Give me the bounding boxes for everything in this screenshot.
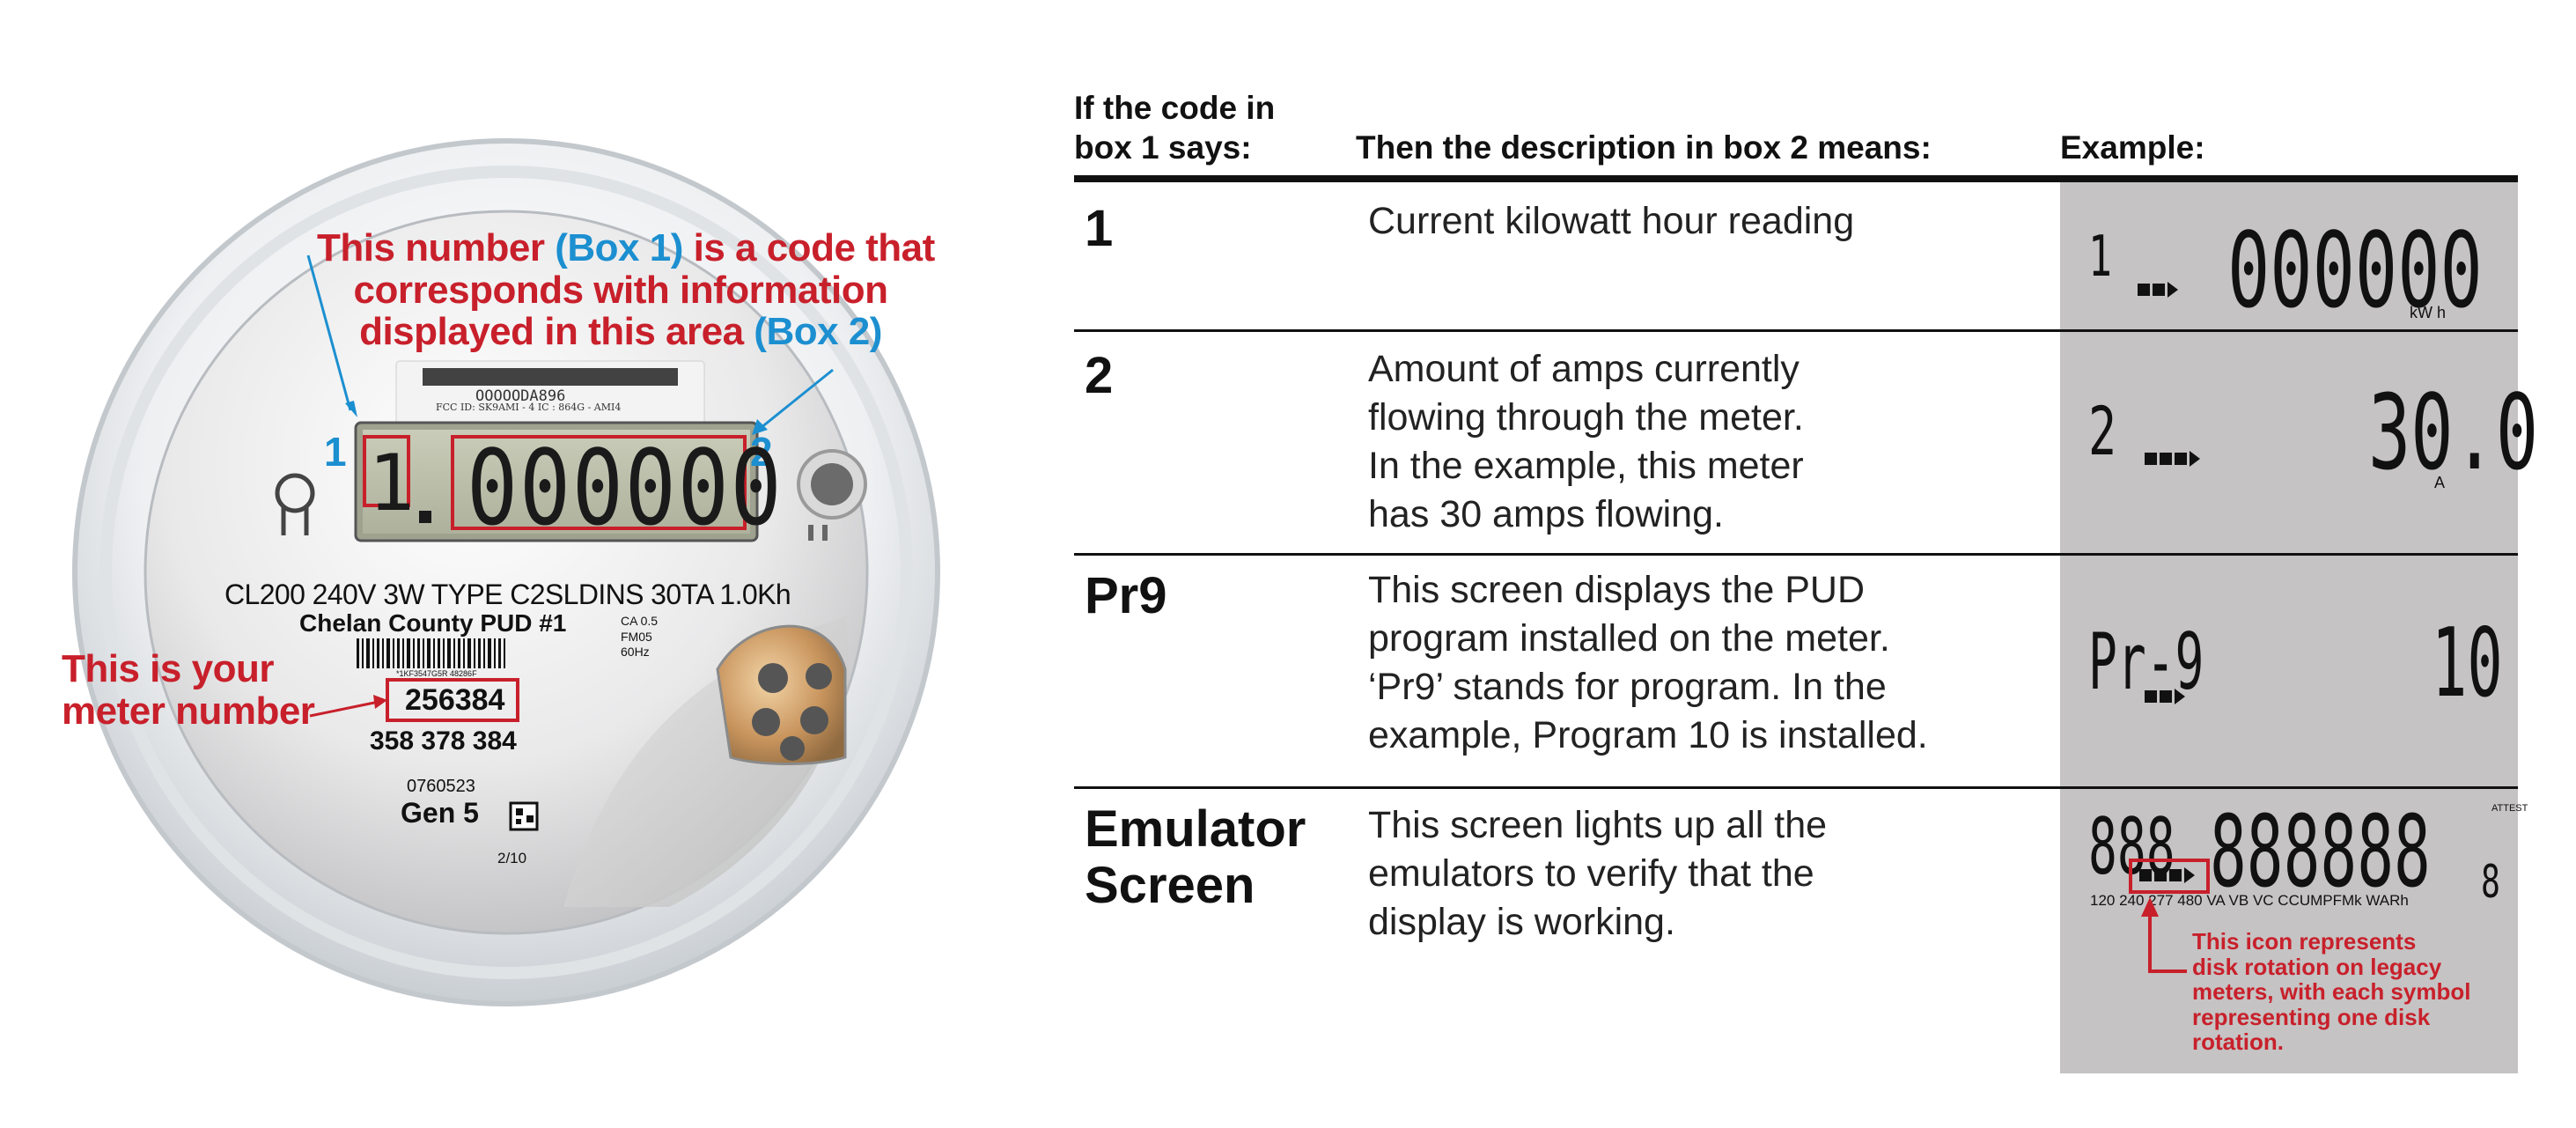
example-value: 888888	[2210, 795, 2431, 910]
example-unit: kW h	[2410, 304, 2447, 321]
disk-rotation-highlight	[2129, 859, 2210, 973]
meter-illustration	[72, 138, 940, 1006]
row-code: Pr9	[1085, 567, 1167, 624]
example-unit: A	[2434, 474, 2446, 491]
meter-number-annotation: This is your meter number	[62, 647, 315, 733]
annotation-box1: (Box 1)	[555, 226, 683, 269]
utility-name: Chelan County PUD #1	[299, 609, 567, 637]
model-code: 0760523	[407, 777, 475, 796]
ca-line: CA 0.5	[621, 614, 659, 628]
annotation-box2: (Box 2)	[754, 310, 882, 354]
description-line: ‘Pr9’ stands for program. In the	[1368, 666, 1887, 709]
example-code: Pr-9	[2088, 616, 2204, 707]
annotation-text: This number	[317, 226, 556, 269]
header-text: If the code in	[1074, 90, 1276, 126]
ca-spec: CA 0.5 FM05 60Hz	[621, 614, 658, 660]
emulator-note: This icon represents disk rotation on le…	[2192, 929, 2470, 1055]
example-small-digit: 8	[2481, 856, 2500, 909]
row-divider	[1074, 329, 2518, 332]
row-code: 1	[1085, 200, 1114, 257]
description-line: has 30 amps flowing.	[1368, 493, 1724, 536]
example-code: 1	[2088, 225, 2112, 290]
spec-line: CL200 240V 3W TYPE C2SLDINS 30TA 1.0Kh	[224, 579, 791, 610]
annotation-text: This is your	[62, 647, 274, 690]
row-description: This screen displays the PUD program ins…	[1368, 566, 2055, 760]
description-line: This screen displays the PUD	[1368, 569, 1865, 611]
meter-serial: 358 378 384	[370, 726, 517, 756]
lcd-reading: 000000	[467, 427, 784, 549]
header-text: box 1 says:	[1074, 129, 1252, 166]
meter-barcode	[357, 638, 505, 668]
note-line: disk rotation on legacy	[2192, 953, 2442, 980]
row-divider	[1074, 553, 2518, 556]
reset-button-icon	[797, 449, 867, 541]
annotation-text: corresponds with information	[353, 268, 888, 312]
header-code: If the code in box 1 says:	[1074, 88, 1275, 167]
label-top-code: OOOOODA896	[475, 387, 566, 405]
header-example: Example:	[2060, 129, 2205, 166]
date-code: 2/10	[497, 850, 527, 866]
fcc-line: FCC ID: SK9AMI - 4 IC : 864G - AMI4	[436, 402, 622, 413]
row-code-line: Screen	[1085, 856, 1255, 914]
box1-label: 1	[324, 429, 347, 475]
row-code: 2	[1085, 347, 1114, 404]
row-description: Amount of amps currently flowing through…	[1368, 345, 2055, 539]
row-description: This screen lights up all the emulators …	[1368, 801, 2055, 947]
example-value: 000000	[2227, 210, 2483, 331]
note-line: representing one disk	[2192, 1003, 2431, 1030]
annotation-text: displayed in this area	[359, 310, 754, 354]
row-description: Current kilowatt hour reading	[1368, 197, 2055, 246]
example-value: 30.0	[2368, 372, 2539, 493]
qr-code-icon	[509, 801, 539, 831]
example-code: 2	[2088, 392, 2117, 470]
box2-label: 2	[750, 429, 773, 475]
box2-outline	[451, 435, 747, 530]
disk-rotation-icon	[2138, 282, 2178, 298]
ca-line: FM05	[621, 629, 652, 644]
description-line: example, Program 10 is installed.	[1368, 714, 1928, 757]
box1-arrow	[306, 254, 352, 411]
description-line: In the example, this meter	[1368, 445, 1804, 488]
note-line: meters, with each symbol	[2192, 978, 2471, 1006]
description-line: emulators to verify that the	[1368, 852, 1814, 896]
row-code-line: Emulator	[1085, 800, 1306, 858]
row-divider	[1074, 786, 2518, 789]
header-rule	[1074, 175, 2518, 182]
note-line: rotation.	[2192, 1028, 2284, 1056]
example-value: 10	[2432, 608, 2503, 719]
annotation-text: is a code that	[682, 226, 936, 269]
annotation-text: meter number	[62, 689, 315, 733]
header-description: Then the description in box 2 means:	[1356, 129, 1932, 166]
generation: Gen 5	[401, 797, 479, 829]
ca-line: 60Hz	[621, 645, 650, 659]
description-line: flowing through the meter.	[1368, 396, 1804, 439]
row-code: Emulator Screen	[1085, 801, 1306, 914]
meter-number: 256384	[405, 683, 505, 717]
note-line: This icon represents	[2192, 928, 2417, 955]
connector-plug-icon	[716, 624, 847, 765]
disk-rotation-icon	[2145, 689, 2185, 704]
disk-rotation-icon	[2145, 451, 2200, 467]
box2-arrow	[760, 368, 834, 430]
lcd-code-digit: 1	[368, 438, 415, 528]
meter-number-arrow	[309, 700, 379, 718]
description-line: display is working.	[1368, 901, 1675, 944]
example-scale: 120 240 277 480 VA VB VC CCUMPFMk WARh	[2090, 892, 2409, 909]
description-line: This screen lights up all the	[1368, 804, 1828, 846]
description-line: program installed on the meter.	[1368, 617, 1890, 660]
probe-icon	[275, 473, 315, 535]
description-line: Amount of amps currently	[1368, 348, 1800, 390]
box-annotation: This number (Box 1) is a code that corre…	[317, 226, 935, 354]
description-line: Current kilowatt hour reading	[1368, 200, 1855, 242]
barcode-text: *1KF3547G5R 48286F	[396, 669, 477, 678]
side-label: ATTEST	[2491, 803, 2528, 815]
box1-outline	[363, 435, 410, 507]
